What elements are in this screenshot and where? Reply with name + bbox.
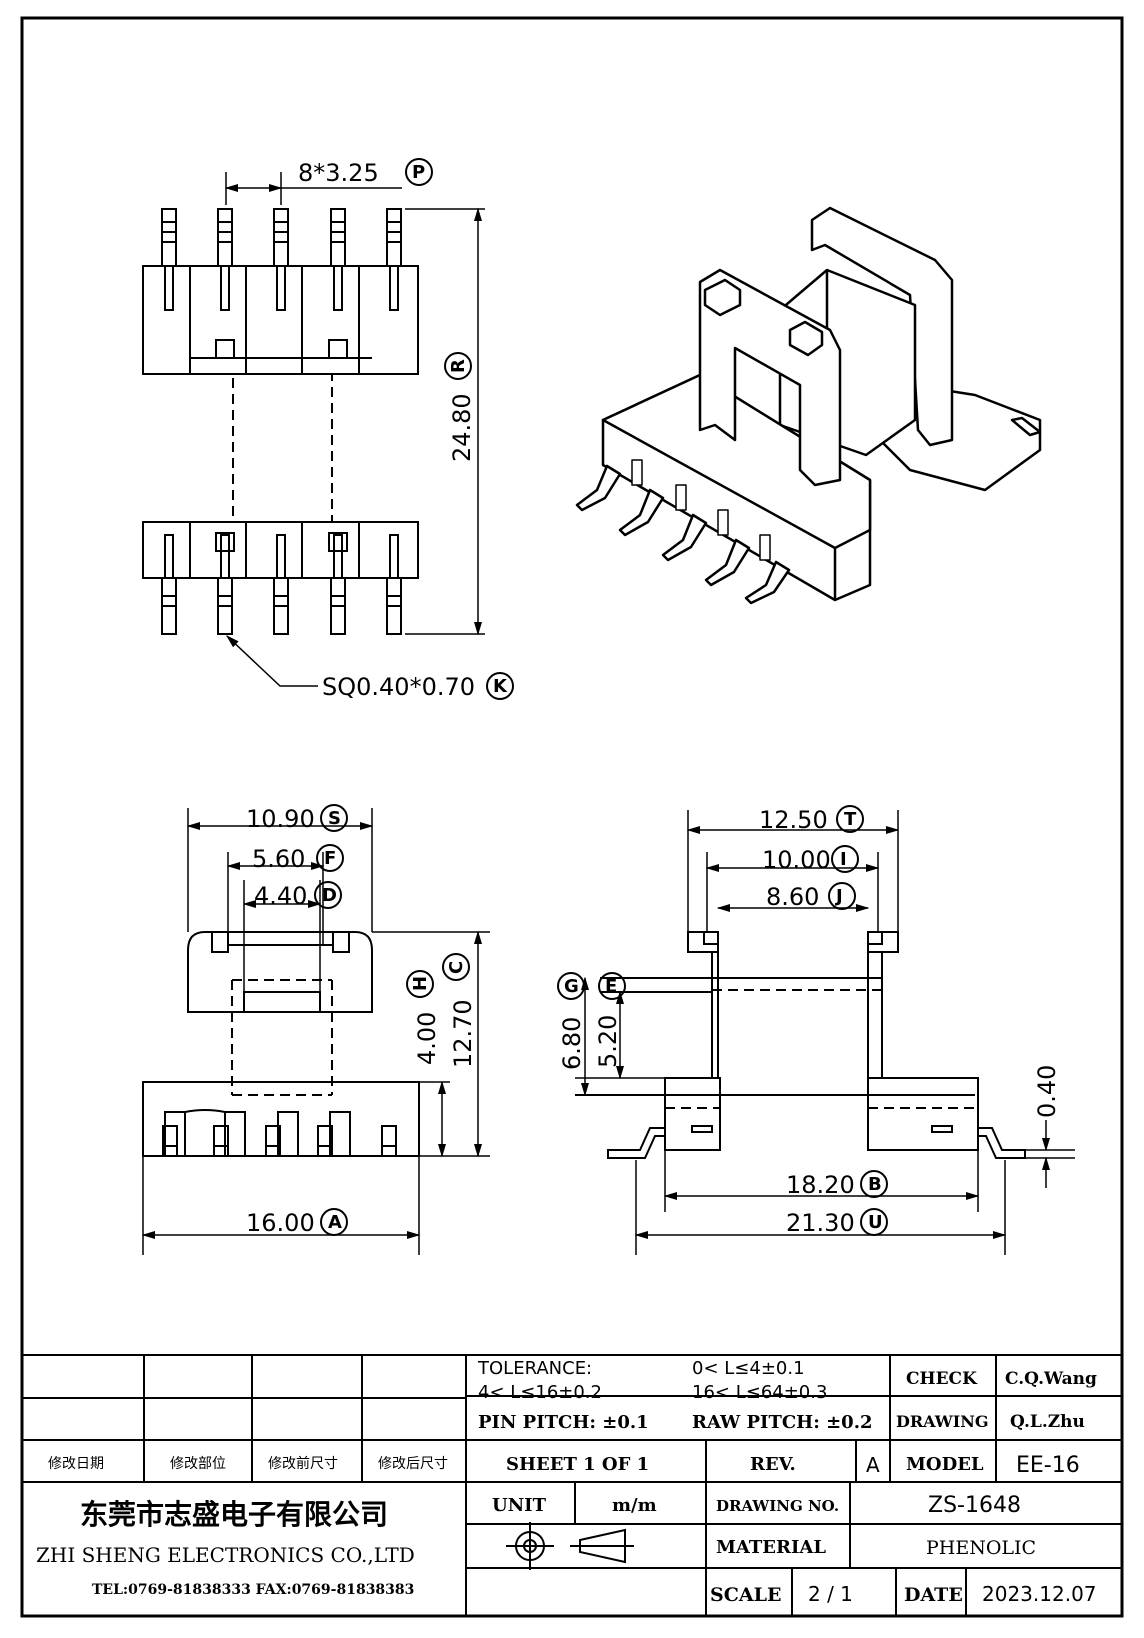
date-value: 2023.12.07 (982, 1582, 1097, 1606)
company-contact: TEL:0769-81838333 FAX:0769-81838383 (92, 1582, 414, 1598)
drawing-no-value: ZS-1648 (928, 1493, 1021, 1518)
isometric-view (575, 206, 1042, 605)
ref-j: J (834, 886, 843, 907)
unit-label: UNIT (492, 1495, 547, 1516)
rev-header-date: 修改日期 (48, 1456, 104, 1472)
height-c-label: 12.70 (449, 999, 477, 1068)
ref-f: F (324, 848, 336, 869)
rev-value: A (866, 1453, 880, 1477)
ref-u: U (868, 1212, 883, 1233)
pin-size-label: SQ0.40*0.70 (322, 673, 475, 701)
upper-pins (161, 208, 402, 374)
side-view (557, 805, 1075, 1255)
model-label: MODEL (906, 1454, 984, 1475)
drawing-value: Q.L.Zhu (1010, 1412, 1085, 1432)
lower-pins (161, 522, 402, 635)
ref-s: S (328, 808, 341, 829)
ref-i: I (840, 849, 847, 870)
check-value: C.Q.Wang (1005, 1369, 1097, 1389)
flange-i-label: 10.00 (762, 846, 831, 874)
drawing-label: DRAWING (896, 1412, 989, 1431)
base-width-label: 16.00 (246, 1209, 315, 1237)
front-view (141, 804, 490, 1255)
ref-b: B (868, 1174, 882, 1195)
material-value: PHENOLIC (926, 1537, 1036, 1559)
model-value: EE-16 (1016, 1453, 1080, 1478)
projection-symbol-icon (506, 1522, 634, 1570)
rev-header-part: 修改部位 (170, 1456, 226, 1472)
ref-p: P (412, 162, 425, 183)
height-h-label: 4.00 (413, 1012, 441, 1065)
top-view (142, 158, 514, 700)
ref-r: R (448, 359, 469, 373)
span-b-label: 18.20 (786, 1171, 855, 1199)
tolerance-2: 4< L≤16±0.2 (478, 1382, 602, 1403)
pin-pitch-label: 8*3.25 (298, 159, 379, 187)
height-g-label: 6.80 (558, 1017, 586, 1070)
rev-header-after: 修改后尺寸 (378, 1456, 448, 1472)
check-label: CHECK (906, 1369, 978, 1389)
date-label: DATE (904, 1584, 963, 1606)
ref-c: C (446, 961, 467, 974)
width-top-label: 10.90 (246, 805, 315, 833)
ref-h: H (410, 976, 431, 991)
ref-g: G (564, 976, 579, 997)
tolerance-label: TOLERANCE: (477, 1358, 592, 1379)
ref-e: E (605, 976, 617, 997)
raw-pitch-tolerance: RAW PITCH: ±0.2 (692, 1412, 873, 1433)
tolerance-3: 16< L≤64±0.3 (692, 1382, 827, 1403)
ref-d: D (322, 885, 337, 906)
drawing-border (20, 16, 1124, 1618)
height-e-label: 5.20 (594, 1015, 622, 1068)
company-name-en: ZHI SHENG ELECTRONICS CO.,LTD (36, 1543, 415, 1567)
rev-label: REV. (750, 1454, 796, 1475)
title-block-grid (22, 1354, 1122, 1616)
flange-t-label: 12.50 (759, 806, 828, 834)
pin-pitch-tolerance: PIN PITCH: ±0.1 (478, 1412, 649, 1433)
inner-f-label: 5.60 (252, 845, 305, 873)
material-label: MATERIAL (716, 1537, 826, 1558)
unit-value: m/m (612, 1495, 657, 1516)
flange-j-label: 8.60 (766, 883, 819, 911)
ref-t: T (844, 809, 857, 830)
span-u-label: 21.30 (786, 1209, 855, 1237)
iso-pins (575, 416, 1042, 605)
rev-header-before: 修改前尺寸 (268, 1455, 338, 1472)
tolerance-1: 0< L≤4±0.1 (692, 1358, 805, 1379)
scale-label: SCALE (710, 1584, 781, 1606)
drawing-no-label: DRAWING NO. (716, 1497, 839, 1515)
ref-k: K (493, 676, 508, 697)
company-name-cn: 东莞市志盛电子有限公司 (80, 1498, 388, 1531)
overall-length-label: 24.80 (448, 393, 476, 462)
scale-value: 2 / 1 (808, 1582, 853, 1606)
sheet-label: SHEET 1 OF 1 (506, 1454, 649, 1475)
standoff-label: 0.40 (1033, 1065, 1061, 1118)
inner-d-label: 4.40 (254, 882, 307, 910)
ref-a: A (328, 1212, 342, 1233)
